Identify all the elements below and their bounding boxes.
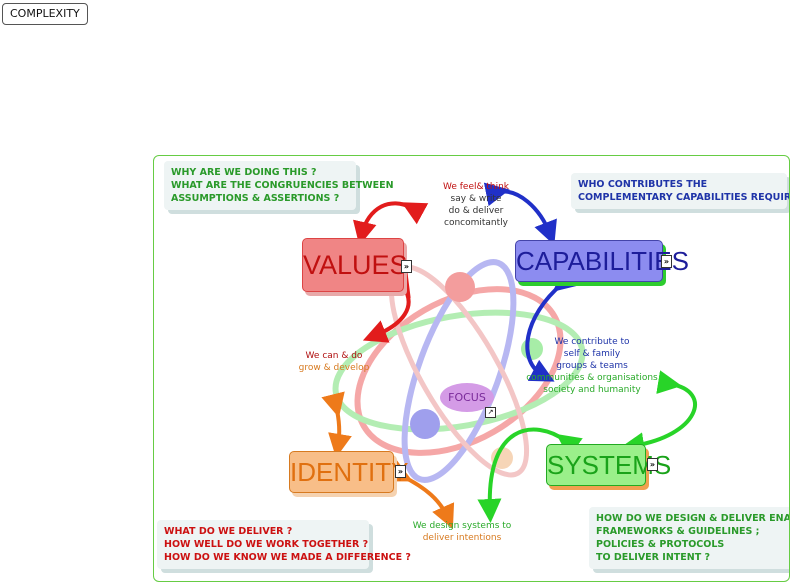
note-line: We can & do bbox=[305, 351, 363, 361]
note-line: concomitantly bbox=[444, 218, 508, 228]
complexity-tag[interactable]: COMPLEXITY bbox=[2, 3, 88, 25]
arrow-capabilities-contribute bbox=[525, 267, 579, 382]
arrow-identity-can bbox=[321, 391, 352, 458]
note-feel-think: We feel& think say & write do & deliver … bbox=[426, 181, 526, 229]
question-line: ASSUMPTIONS & ASSERTIONS ? bbox=[171, 193, 340, 204]
note-design-systems: We design systems to deliver intentions bbox=[402, 520, 522, 544]
note-line: We contribute to bbox=[554, 337, 630, 347]
note-line: society and humanity bbox=[543, 385, 641, 395]
identity-expand-icon[interactable]: » bbox=[395, 465, 406, 478]
arrow-contribute-systems bbox=[620, 370, 697, 457]
node-values-label: VALUES bbox=[303, 250, 408, 280]
note-line: grow & develop bbox=[298, 363, 370, 373]
question-line: TO DELIVER INTENT ? bbox=[596, 552, 710, 563]
arrow-values-feel bbox=[353, 201, 429, 246]
question-line: HOW DO WE KNOW WE MADE A DIFFERENCE ? bbox=[164, 552, 411, 563]
capabilities-expand-icon[interactable]: » bbox=[661, 255, 672, 268]
note-line: self & family bbox=[563, 349, 621, 359]
atom-ball-red bbox=[445, 272, 475, 302]
note-contribute: We contribute to self & family groups & … bbox=[522, 336, 662, 396]
node-identity-label: IDENTITY bbox=[290, 457, 409, 487]
question-line: COMPLEMENTARY CAPABILITIES REQUIRED ? bbox=[578, 192, 789, 203]
arrow-values-can bbox=[362, 271, 411, 343]
arrow-systems-design bbox=[477, 427, 583, 523]
question-line: WHY ARE WE DOING THIS ? bbox=[171, 167, 317, 178]
question-line: WHAT DO WE DELIVER ? bbox=[164, 526, 293, 537]
note-line: say & write bbox=[450, 194, 502, 204]
question-who: WHO CONTRIBUTES THE COMPLEMENTARY CAPABI… bbox=[571, 173, 789, 209]
note-can-do: We can & do grow & develop bbox=[294, 350, 374, 374]
question-line: HOW DO WE DESIGN & DELIVER ENABLING bbox=[596, 513, 789, 524]
focus-link-icon[interactable]: ↗ bbox=[485, 407, 496, 418]
systems-expand-icon[interactable]: » bbox=[647, 458, 658, 471]
values-expand-icon[interactable]: » bbox=[401, 260, 412, 273]
note-line: We design systems to bbox=[412, 521, 512, 531]
node-systems-label: SYSTEMS bbox=[547, 450, 672, 480]
question-line: WHO CONTRIBUTES THE bbox=[578, 179, 708, 190]
question-how: HOW DO WE DESIGN & DELIVER ENABLING FRAM… bbox=[589, 507, 789, 569]
note-line: do & deliver bbox=[448, 206, 504, 216]
note-line: We feel& think bbox=[442, 182, 510, 192]
question-what: WHAT DO WE DELIVER ? HOW WELL DO WE WORK… bbox=[157, 520, 411, 569]
diagram-canvas bbox=[321, 182, 697, 529]
arrow-feel-capabilities bbox=[483, 182, 557, 246]
question-line: POLICIES & PROTOCOLS bbox=[596, 539, 725, 550]
arrow-identity-design bbox=[385, 459, 455, 529]
node-identity[interactable]: IDENTITY bbox=[289, 451, 409, 493]
node-systems[interactable]: SYSTEMS bbox=[546, 444, 672, 486]
question-why: WHY ARE WE DOING THIS ? WHAT ARE THE CON… bbox=[164, 161, 394, 210]
note-line: deliver intentions bbox=[422, 533, 502, 543]
note-line: groups & teams bbox=[556, 361, 628, 371]
node-capabilities-label: CAPABILITIES bbox=[516, 246, 689, 276]
node-capabilities[interactable]: CAPABILITIES bbox=[515, 240, 689, 282]
question-line: WHAT ARE THE CONGRUENCIES BETWEEN bbox=[171, 180, 394, 191]
question-line: FRAMEWORKS & GUIDELINES ; bbox=[596, 526, 760, 537]
note-line: communities & organisations bbox=[526, 373, 658, 383]
atom-ball-blue bbox=[410, 409, 440, 439]
question-line: HOW WELL DO WE WORK TOGETHER ? bbox=[164, 539, 369, 550]
diagram-frame: WHY ARE WE DOING THIS ? WHAT ARE THE CON… bbox=[153, 155, 790, 582]
node-values[interactable]: VALUES bbox=[302, 238, 408, 292]
